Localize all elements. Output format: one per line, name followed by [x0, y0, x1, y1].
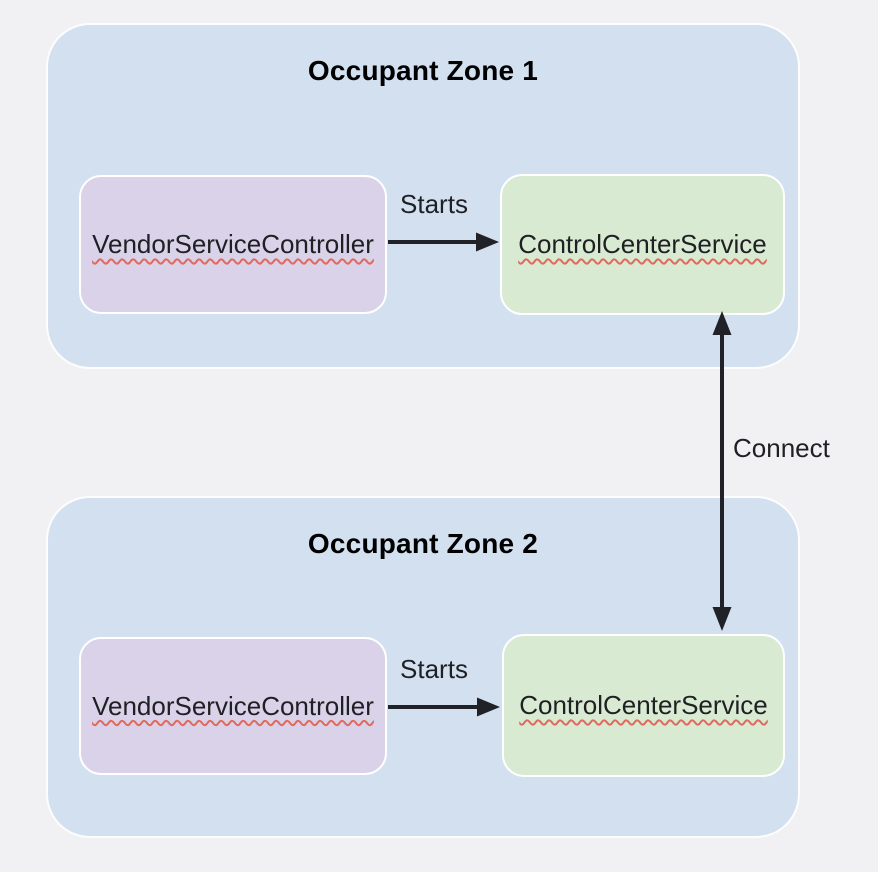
starts-label-zone2: Starts — [400, 654, 468, 684]
vendor-service-controller-node-zone2: VendorServiceController — [79, 637, 387, 775]
occupant-zone-1: Occupant Zone 1 VendorServiceController … — [46, 23, 800, 369]
vendor-service-controller-label: VendorServiceController — [92, 229, 374, 259]
connect-label: Connect — [733, 433, 830, 463]
vendor-service-controller-node-zone1: VendorServiceController — [79, 175, 387, 314]
control-center-service-node-zone1: ControlCenterService — [500, 174, 785, 315]
control-center-service-label: ControlCenterService — [519, 690, 768, 720]
control-center-service-label: ControlCenterService — [518, 229, 767, 259]
zone-2-title: Occupant Zone 2 — [307, 528, 539, 559]
occupant-zone-2: Occupant Zone 2 VendorServiceController … — [46, 496, 800, 838]
vendor-service-controller-label: VendorServiceController — [92, 690, 374, 721]
starts-label-zone1: Starts — [400, 189, 468, 219]
zone-1-title: Occupant Zone 1 — [307, 55, 539, 86]
control-center-service-node-zone2: ControlCenterService — [502, 634, 785, 777]
